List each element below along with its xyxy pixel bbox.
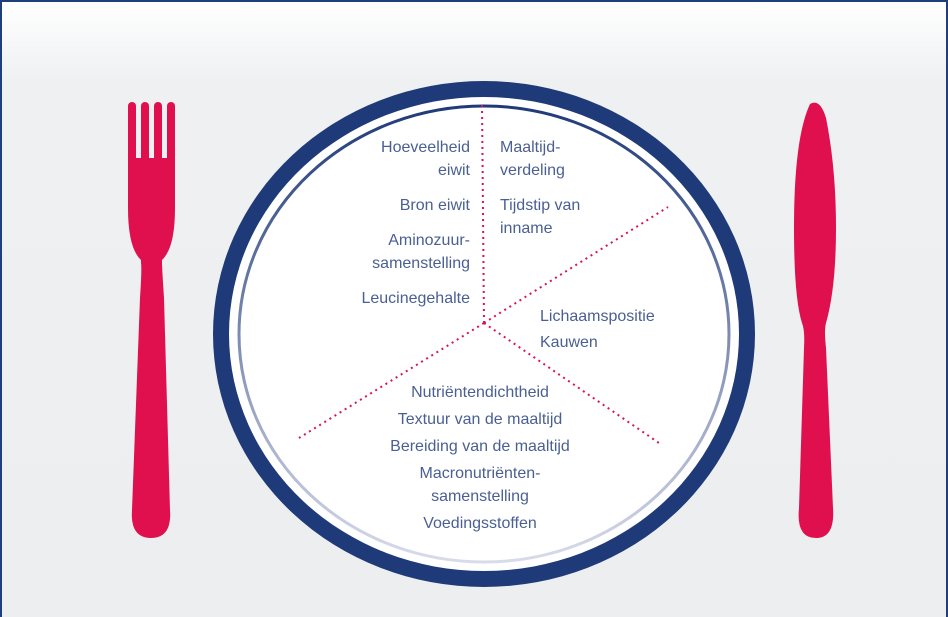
label-bereiding-van-de-maaltijd: Bereiding van de maaltijd — [390, 438, 570, 455]
label-maaltijdverdeling: Maaltijd- verdeling — [500, 139, 565, 179]
label-tijdstip-van-inname: Tijdstip van inname — [500, 197, 581, 237]
divider-top — [481, 101, 485, 324]
knife-icon — [794, 102, 836, 538]
plate-surface — [229, 97, 739, 571]
label-leucinegehalte: Leucinegehalte — [361, 290, 470, 307]
label-bron-eiwit: Bron eiwit — [399, 197, 470, 214]
divider-upper-right — [483, 206, 669, 324]
divider-lower-left — [298, 322, 485, 439]
section-top-right: Maaltijd- verdeling Tijdstip van inname — [500, 136, 580, 240]
fork-icon — [128, 102, 175, 538]
label-textuur-van-de-maaltijd: Textuur van de maaltijd — [397, 411, 563, 428]
section-bottom: Nutriëntendichtheid Textuur van de maalt… — [358, 381, 602, 535]
label-nutrientendichtheid: Nutriëntendichtheid — [411, 384, 549, 401]
label-aminozuursamenstelling: Aminozuur- samenstelling — [372, 232, 470, 272]
label-hoeveelheid-eiwit: Hoeveelheid eiwit — [381, 139, 470, 179]
label-lichaamspositie: Lichaamspositie — [540, 308, 655, 325]
plate-icon — [213, 81, 755, 587]
label-kauwen: Kauwen — [540, 334, 598, 351]
label-macronutrientensamenstelling: Macronutriënten- samenstelling — [419, 465, 541, 505]
section-top-left: Hoeveelheid eiwit Bron eiwit Aminozuur- … — [318, 136, 470, 310]
plate-inner-ring — [237, 104, 731, 564]
label-voedingsstoffen: Voedingsstoffen — [423, 515, 537, 532]
section-dividers — [298, 101, 669, 444]
section-right: Lichaamspositie Kauwen — [540, 304, 655, 356]
